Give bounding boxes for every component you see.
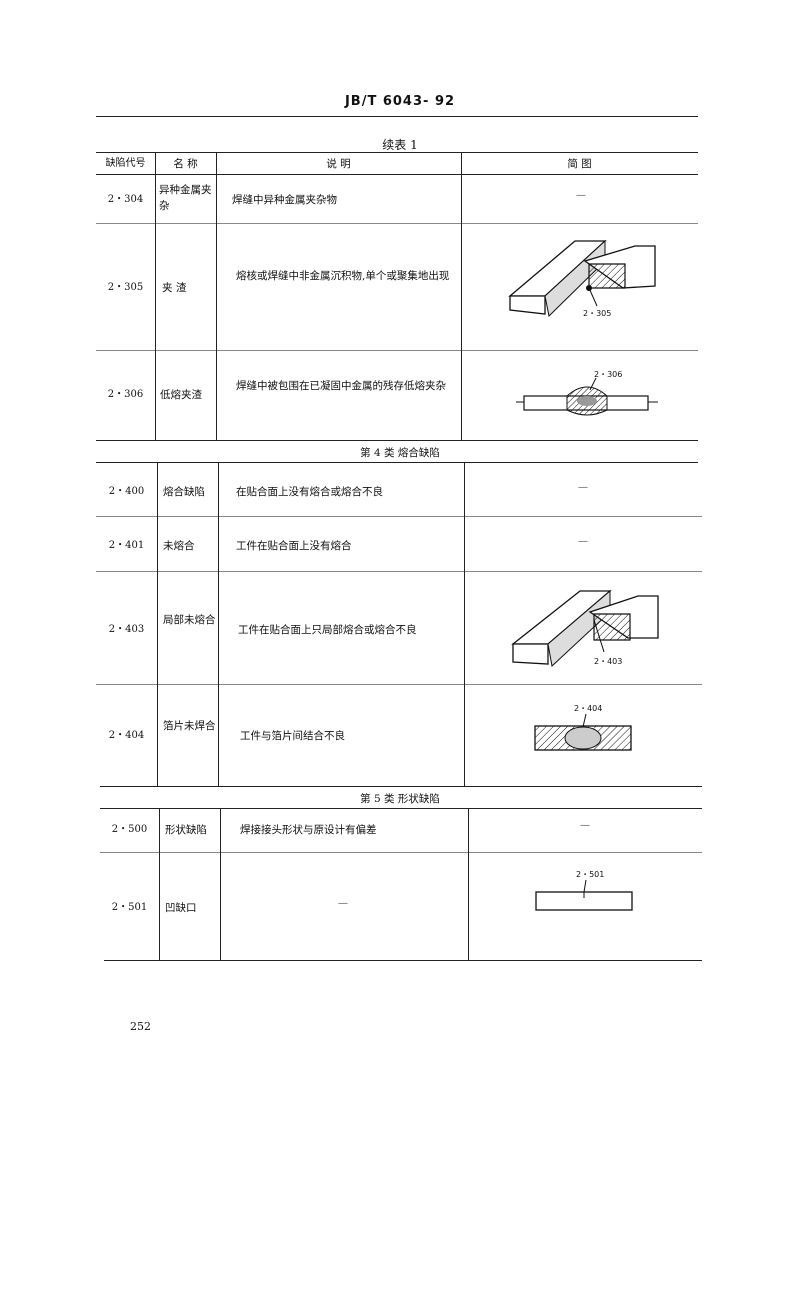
slag-inclusion-figure: 2・305 <box>508 239 656 318</box>
row-divider <box>96 571 702 572</box>
defect-code: 2・401 <box>108 540 145 551</box>
col-divider <box>216 152 217 440</box>
col-divider <box>464 462 465 786</box>
defect-name: 形状缺陷 <box>165 824 207 836</box>
figure-label: 2・305 <box>583 309 611 318</box>
col-header-desc: 说 明 <box>326 158 351 170</box>
figure-label: 2・404 <box>574 704 602 713</box>
concave-notch-figure: 2・501 <box>535 870 633 911</box>
no-figure-dash: — <box>578 482 588 493</box>
defect-code: 2・501 <box>111 902 148 913</box>
defect-desc: 焊缝中异种金属夹杂物 <box>232 194 337 206</box>
defect-desc: 工件在贴合面上没有熔合 <box>236 540 352 552</box>
defect-name: 局部未熔合 <box>163 614 216 626</box>
table-top-rule <box>96 152 698 153</box>
table-bottom-rule <box>104 960 702 961</box>
header-bottom-rule <box>96 174 698 175</box>
figure-label: 2・403 <box>594 657 622 666</box>
defect-desc: 熔核或焊缝中非金属沉积物,单个或聚集地出现 <box>236 270 450 282</box>
page-number: 252 <box>130 1020 151 1033</box>
partial-fusion-figure: 2・403 <box>511 589 659 667</box>
defect-code: 2・306 <box>107 389 144 400</box>
row-divider <box>96 516 702 517</box>
defect-name: 熔合缺陷 <box>163 486 205 498</box>
defect-name: 箔片未焊合 <box>163 720 216 732</box>
defect-name: 夹 渣 <box>162 282 187 294</box>
header-rule <box>96 116 698 117</box>
row-divider <box>100 852 702 853</box>
section-rule <box>96 462 698 463</box>
table-caption: 续表 1 <box>382 138 418 152</box>
defect-code: 2・305 <box>107 282 144 293</box>
col-divider <box>157 462 158 786</box>
defect-desc: 工件在贴合面上只局部熔合或熔合不良 <box>238 624 417 636</box>
defect-name: 未熔合 <box>163 540 195 552</box>
section-rule <box>100 786 702 787</box>
low-melting-slag-figure: 2・306 <box>516 370 658 416</box>
no-description-dash: — <box>338 898 348 909</box>
document-header: JB/T 6043- 92 <box>344 94 456 109</box>
col-divider <box>155 152 156 440</box>
figure-label: 2・306 <box>594 370 622 379</box>
foil-nonweld-figure: 2・404 <box>534 704 632 751</box>
defect-code: 2・404 <box>108 730 145 741</box>
defect-code: 2・400 <box>108 486 145 497</box>
col-divider <box>218 462 219 786</box>
row-divider <box>96 350 698 351</box>
section-title: 第 5 类 形状缺陷 <box>360 793 440 805</box>
no-figure-dash: — <box>576 190 586 201</box>
section-title: 第 4 类 熔合缺陷 <box>360 447 440 459</box>
section-rule <box>96 440 698 441</box>
defect-desc: 焊缝中被包围在已凝固中金属的残存低熔夹杂 <box>236 380 446 392</box>
col-divider <box>468 808 469 960</box>
figure-label: 2・501 <box>576 870 604 879</box>
col-header-name: 名 称 <box>173 158 198 170</box>
col-divider <box>159 808 160 960</box>
defect-desc: 焊接接头形状与原设计有偏差 <box>240 824 377 836</box>
no-figure-dash: — <box>580 820 590 831</box>
defect-desc: 工件与箔片间结合不良 <box>240 730 345 742</box>
defect-name: 低熔夹渣 <box>160 389 202 401</box>
defect-name: 异种金属夹杂 <box>159 184 212 212</box>
defect-desc: 在贴合面上没有熔合或熔合不良 <box>236 486 383 498</box>
defect-name: 凹缺口 <box>165 902 197 914</box>
row-divider <box>96 223 698 224</box>
col-header-code: 缺陷代号 <box>105 158 146 169</box>
col-divider <box>220 808 221 960</box>
row-divider <box>96 684 702 685</box>
no-figure-dash: — <box>578 536 588 547</box>
defect-code: 2・500 <box>111 824 148 835</box>
col-header-fig: 简 图 <box>567 158 592 170</box>
col-divider <box>461 152 462 440</box>
section-rule <box>100 808 702 809</box>
defect-code: 2・304 <box>107 194 144 205</box>
defect-code: 2・403 <box>108 624 145 635</box>
